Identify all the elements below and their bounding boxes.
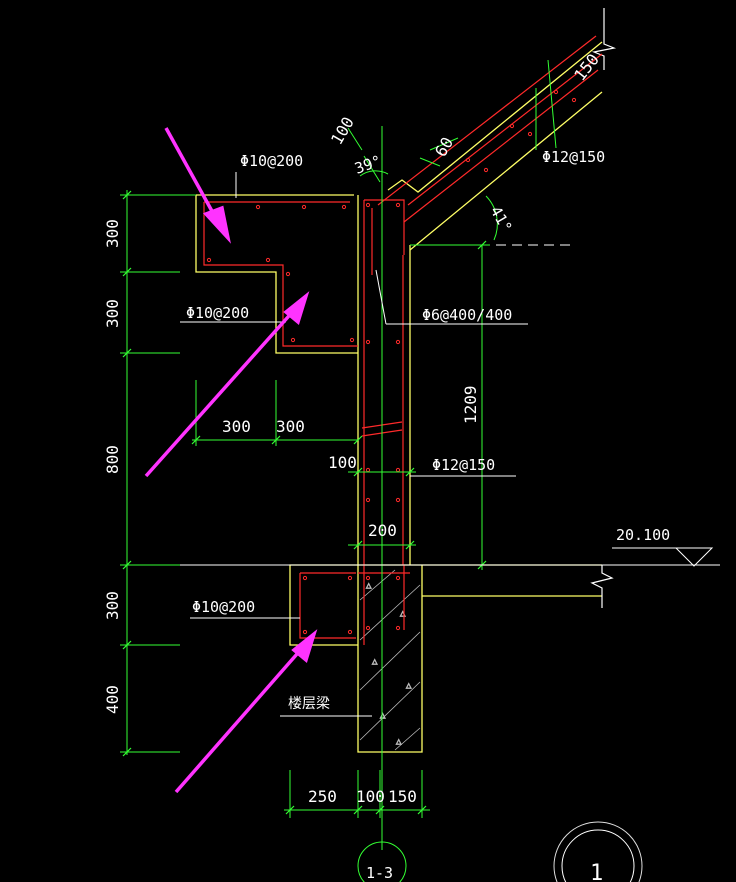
dim-bottom-150: 150 (388, 787, 417, 806)
dim-roof-150: 150 (570, 50, 603, 84)
angle-label-apex: 39° (352, 152, 384, 178)
dimension-ticks (122, 190, 487, 815)
level-label: 20.100 (616, 526, 670, 544)
labels: Φ10@200 Φ10@200 Φ10@200 Φ12@150 Φ6@400/4… (103, 50, 670, 882)
break-lines (590, 8, 617, 608)
leader-lines (180, 172, 720, 882)
axis-bubble-label: 1-3 (366, 864, 393, 882)
dim-beam-300-b: 300 (276, 417, 305, 436)
dim-top-100: 100 (327, 113, 358, 148)
svg-text:△: △ (400, 609, 406, 619)
dim-beam-300-a: 300 (222, 417, 251, 436)
dim-left-300-c: 300 (103, 591, 122, 620)
dim-left-800: 800 (103, 445, 122, 474)
dim-left-400: 400 (103, 685, 122, 714)
angle-label-roof: 41° (487, 203, 516, 235)
svg-text:△: △ (406, 681, 412, 691)
dim-left-300-b: 300 (103, 299, 122, 328)
concrete-outline (195, 41, 603, 753)
dim-wall-200: 200 (368, 521, 397, 540)
floor-beam-label: 楼层梁 (288, 696, 330, 712)
rebar-label-wall-vertical: Φ12@150 (432, 456, 495, 474)
rebar-label-top-beam: Φ10@200 (240, 152, 303, 170)
svg-text:△: △ (380, 711, 386, 721)
dim-bottom-250: 250 (308, 787, 337, 806)
pointer-arrows (144, 127, 318, 794)
rebar-dots (206, 89, 577, 635)
rebar-label-roof-slab: Φ12@150 (542, 148, 605, 166)
detail-bubble-label: 1 (590, 861, 603, 882)
rebar-label-stirrup: Φ6@400/400 (422, 306, 512, 324)
svg-text:△: △ (366, 581, 372, 591)
dim-wall-100: 100 (328, 453, 357, 472)
dim-height-1209: 1209 (461, 385, 480, 424)
dim-top-60: 60 (431, 134, 457, 160)
rebar (203, 35, 603, 645)
dim-bottom-100: 100 (356, 787, 385, 806)
rebar-label-mid-beam: Φ10@200 (186, 304, 249, 322)
rebar-label-low-beam: Φ10@200 (192, 598, 255, 616)
svg-text:△: △ (372, 657, 378, 667)
dim-left-300-a: 300 (103, 219, 122, 248)
concrete-hatch: △ △ △ △ △ △ (359, 569, 421, 751)
svg-text:△: △ (396, 737, 402, 747)
